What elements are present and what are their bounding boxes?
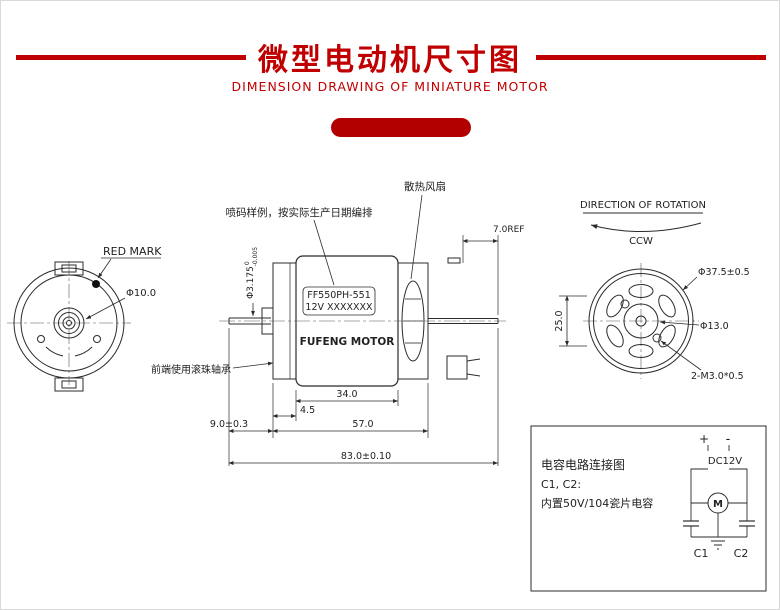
rear-tab-top — [447, 257, 461, 264]
front-view: RED MARK Φ10.0 — [7, 245, 162, 392]
circuit-title: 电容电路连接图 — [541, 457, 625, 472]
dim-7ref-label: 7.0REF — [493, 225, 524, 235]
red-mark-dot — [92, 280, 100, 288]
shaft-tol-lower: -0.005 — [252, 247, 259, 267]
spray-note-label: 喷码样例，按实际生产日期编排 — [226, 206, 373, 219]
direction-of-rotation-label: DIRECTION OF ROTATION — [580, 200, 706, 211]
shaft-tol-upper: 0 — [244, 261, 251, 265]
mount-tab-bottom — [54, 377, 84, 392]
ground-symbol — [711, 540, 725, 550]
dc12v-label: DC12V — [708, 456, 742, 467]
dim-45-label: 4.5 — [300, 405, 315, 416]
terminal-block — [446, 355, 468, 380]
nameplate — [302, 286, 376, 316]
page-title: 微型电动机尺寸图 — [258, 43, 522, 78]
voltage-text: 12V XXXXXXX — [305, 302, 373, 313]
red-banner — [331, 118, 471, 137]
dim-9-label: 9.0±0.3 — [210, 419, 248, 430]
screw-hole-2 — [652, 333, 662, 343]
dim-25-label: 25.0 — [554, 310, 565, 331]
thread-label: 2-M3.0*0.5 — [691, 371, 744, 382]
bearing-note-label: 前端使用滚珠轴承 — [151, 363, 231, 376]
mount-tab-top — [54, 261, 84, 276]
plus-sign: + — [699, 432, 709, 446]
dia-375-label: Φ37.5±0.5 — [698, 267, 750, 278]
minus-sign: - — [726, 432, 731, 447]
circuit-line2: C1, C2: — [541, 478, 581, 491]
c1-label: C1 — [694, 547, 709, 560]
title-rule-left — [16, 55, 246, 60]
c2-label: C2 — [734, 547, 749, 560]
rear-view: DIRECTION OF ROTATION CCW Φ37.5±0.5 — [554, 200, 750, 382]
vent-slots — [606, 284, 676, 358]
ccw-label: CCW — [629, 236, 653, 247]
dim-34-label: 34.0 — [336, 389, 357, 400]
circuit-box: 电容电路连接图 C1, C2: 内置50V/104瓷片电容 + - DC12V … — [530, 425, 767, 592]
side-view: FF550PH-551 12V XXXXXXX FUFENG MOTOR 喷码样… — [151, 180, 524, 466]
title-rule-right — [536, 55, 766, 60]
motor-symbol-label: M — [713, 499, 723, 510]
dia-13-label: Φ13.0 — [700, 321, 729, 332]
dimension-drawing: RED MARK Φ10.0 — [7, 180, 767, 592]
dim-83-label: 83.0±0.10 — [341, 451, 391, 462]
shaft-dia-value: Φ3.175 — [246, 266, 256, 299]
circuit-line3: 内置50V/104瓷片电容 — [541, 496, 653, 510]
extension-lines — [228, 328, 499, 466]
shaft-dia-label: Φ3.1750-0.005 — [244, 247, 259, 299]
hub-dia-label: Φ10.0 — [126, 288, 156, 299]
fan-label: 散热风扇 — [404, 180, 446, 193]
dim-57-label: 57.0 — [352, 419, 373, 430]
red-mark-label: RED MARK — [103, 245, 162, 258]
brand-text: FUFENG MOTOR — [300, 336, 395, 348]
model-text: FF550PH-551 — [307, 290, 371, 301]
circuit-frame — [530, 425, 767, 592]
ccw-arrow — [590, 222, 702, 233]
rear-outer-circle — [588, 268, 694, 374]
screw-hole-1 — [620, 299, 630, 309]
page-subtitle: DIMENSION DRAWING OF MINIATURE MOTOR — [231, 79, 549, 94]
